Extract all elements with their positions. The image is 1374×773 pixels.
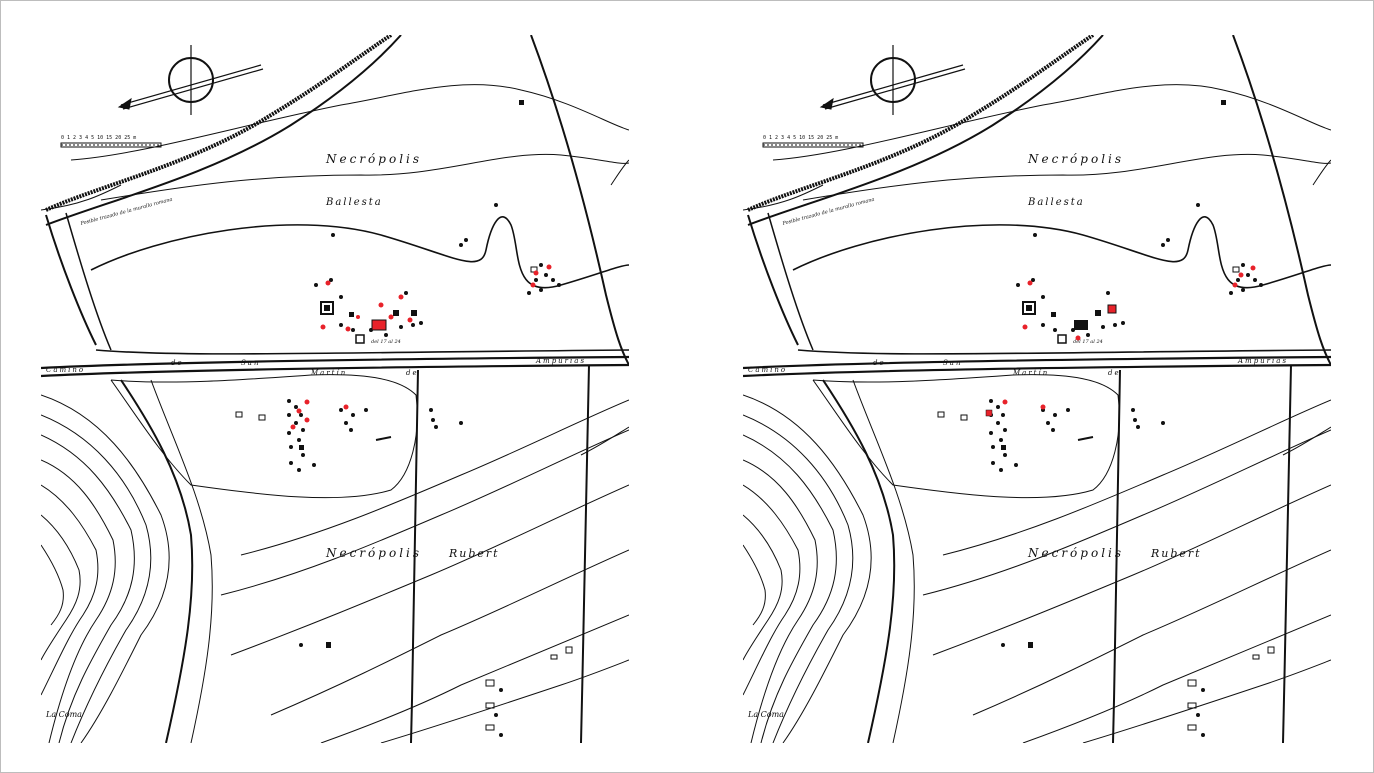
road-label-martin: Martín [310, 369, 347, 377]
rubert-label: Rubert [448, 547, 500, 560]
ballesta-label: Ballesta [325, 197, 383, 208]
wall-label: Posible trazado de la muralla romana [79, 197, 173, 228]
tomb-group-label: del 17 al 24 [371, 339, 401, 345]
tomb-cluster-rubert [235, 399, 573, 737]
road-label-camino: Camino [748, 366, 787, 374]
necropolis-rubert-title: Necrópolis [325, 546, 422, 560]
tomb-highlight-ballesta [1022, 265, 1256, 341]
tomb-cluster-ballesta [1016, 100, 1263, 344]
rubert-label: Rubert [1150, 547, 1202, 560]
map-right-svg: 0 1 2 3 4 5 10 15 20 25 m Posible trazad… [743, 35, 1331, 743]
road-label-ampurias: Ampurias [1237, 357, 1288, 365]
necropolis-ballesta-title: Necrópolis [1027, 152, 1124, 166]
wall-label: Posible trazado de la muralla romana [781, 197, 875, 228]
scale-bar-icon: 0 1 2 3 4 5 10 15 20 25 m [60, 135, 162, 148]
road-label-ampurias: Ampurias [535, 357, 586, 365]
map-left-svg: 0 1 2 3 4 5 10 15 20 25 m Posible trazad… [41, 35, 629, 743]
road-label-san: San [241, 359, 260, 367]
tomb-highlight-ballesta [320, 264, 552, 332]
road-label-san: San [943, 359, 962, 367]
scale-bar-icon: 0 1 2 3 4 5 10 15 20 25 m [762, 135, 864, 148]
place-label: La Coma [747, 710, 784, 719]
road-label-martin: Martín [1012, 369, 1049, 377]
place-label: La Coma [45, 710, 82, 719]
road-label-camino: Camino [46, 366, 85, 374]
tomb-highlight-rubert [290, 399, 349, 430]
road-label-de-2: de [406, 369, 419, 377]
road-label-de-2: de [1108, 369, 1121, 377]
north-arrow-icon [117, 45, 264, 115]
scale-label: 0 1 2 3 4 5 10 15 20 25 m [61, 135, 136, 141]
scale-label: 0 1 2 3 4 5 10 15 20 25 m [763, 135, 838, 141]
road-label-de: de [873, 359, 886, 367]
map-left: 0 1 2 3 4 5 10 15 20 25 m Posible trazad… [41, 35, 629, 743]
road-label-de: de [171, 359, 184, 367]
tomb-cluster-rubert [937, 399, 1275, 737]
necropolis-ballesta-title: Necrópolis [325, 152, 422, 166]
tomb-highlight-rubert [985, 399, 1046, 417]
necropolis-rubert-title: Necrópolis [1027, 546, 1124, 560]
ballesta-label: Ballesta [1027, 197, 1085, 208]
map-right: 0 1 2 3 4 5 10 15 20 25 m Posible trazad… [743, 35, 1331, 743]
tomb-cluster-ballesta [314, 100, 561, 344]
tomb-group-label: del 17 al 24 [1073, 339, 1103, 345]
north-arrow-icon [819, 45, 966, 115]
